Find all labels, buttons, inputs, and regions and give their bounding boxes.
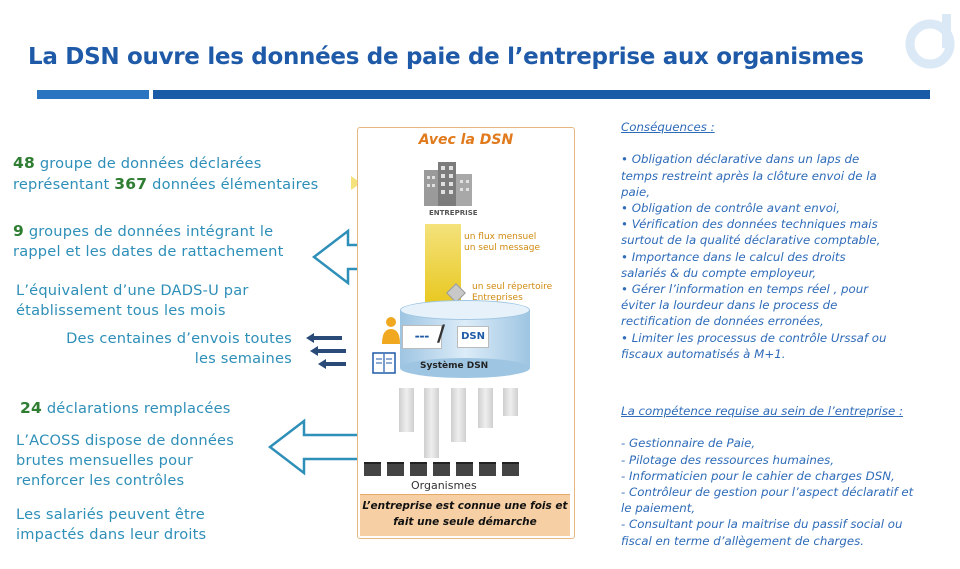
stat-groups-recall: 9 groupes de données intégrant le rappel…: [13, 222, 284, 260]
list-item: salariés & du compte employeur,: [621, 265, 817, 280]
list-item: - Pilotage des ressources humaines,: [621, 452, 835, 467]
stat-replaced-declarations: 24 déclarations remplacées: [20, 399, 231, 417]
organism-building-icon: [410, 462, 427, 476]
entreprise-label: ENTREPRISE: [429, 209, 478, 217]
output-tower: [399, 388, 414, 432]
consequences-list: • Obligation déclarative dans un laps de…: [621, 151, 941, 362]
competences-block: La compétence requise au sein de l’entre…: [621, 403, 941, 549]
output-tower: [451, 388, 466, 442]
brand-logo-icon: [905, 14, 955, 69]
list-item: éviter la lourdeur dans le process de: [621, 298, 838, 313]
organism-building-icon: [433, 462, 450, 476]
diagram-heading: Avec la DSN: [418, 132, 514, 148]
list-item: • Obligation déclarative dans un laps de: [621, 152, 860, 167]
organism-building-icon: [456, 462, 473, 476]
list-item: • Gérer l’information en temps réel , po…: [621, 282, 869, 297]
list-item: - Gestionnaire de Paie,: [621, 436, 756, 451]
organism-building-icon: [502, 462, 519, 476]
list-item: temps restreint après la clôture envoi d…: [621, 168, 877, 183]
competences-list: - Gestionnaire de Paie,- Pilotage des re…: [621, 435, 941, 548]
list-item: - Contrôleur de gestion pour l’aspect dé…: [621, 485, 914, 500]
consequences-heading: Conséquences :: [621, 120, 715, 134]
systeme-dsn-label: Système DSN: [420, 361, 489, 371]
list-item: paie,: [621, 184, 651, 199]
organism-building-icon: [387, 462, 404, 476]
list-item: - Consultant pour la maitrise du passif …: [621, 517, 903, 532]
competence-heading: La compétence requise au sein de l’entre…: [621, 404, 903, 418]
organism-logo-icon: ▬▬▬: [402, 325, 442, 349]
slide-title: La DSN ouvre les données de paie de l’en…: [28, 44, 864, 70]
title-underline-long: [153, 90, 930, 99]
list-item: • Limiter les processus de contrôle Urss…: [621, 330, 887, 345]
list-item: • Importance dans le calcul des droits: [621, 249, 846, 264]
output-tower: [478, 388, 493, 428]
consequences-block: Conséquences : • Obligation déclarative …: [621, 119, 941, 362]
slash-separator: /: [437, 322, 446, 347]
list-item: fiscaux automatisés à M+1.: [621, 346, 786, 361]
organism-building-icon: [364, 462, 381, 476]
organismes-label: Organismes: [411, 479, 477, 492]
output-tower: [424, 388, 439, 458]
list-item: • Vérification des données techniques ma…: [621, 217, 878, 232]
left-arrow-icon: [268, 418, 364, 476]
list-item: le paiement,: [621, 501, 696, 516]
list-item: surtout de la qualité déclarative compta…: [621, 233, 881, 248]
title-underline-short: [37, 90, 149, 99]
pointer-triangle-icon: [351, 176, 361, 190]
small-arrows-icon: [306, 333, 346, 369]
organism-building-icon: [479, 462, 496, 476]
company-building-icon: [424, 162, 472, 206]
stat-groups-declared: 48 groupe de données déclarées représent…: [13, 154, 319, 193]
list-item: fiscal en terme d’allègement de charges.: [621, 533, 865, 548]
dsn-logo: DSN: [457, 326, 489, 348]
book-icon: [372, 352, 396, 374]
person-icon: [382, 317, 400, 344]
list-item: - Informaticien pour le cahier de charge…: [621, 468, 895, 483]
list-item: rectification de données erronées,: [621, 314, 824, 329]
list-item: • Obligation de contrôle avant envoi,: [621, 201, 841, 216]
output-tower: [503, 388, 518, 416]
